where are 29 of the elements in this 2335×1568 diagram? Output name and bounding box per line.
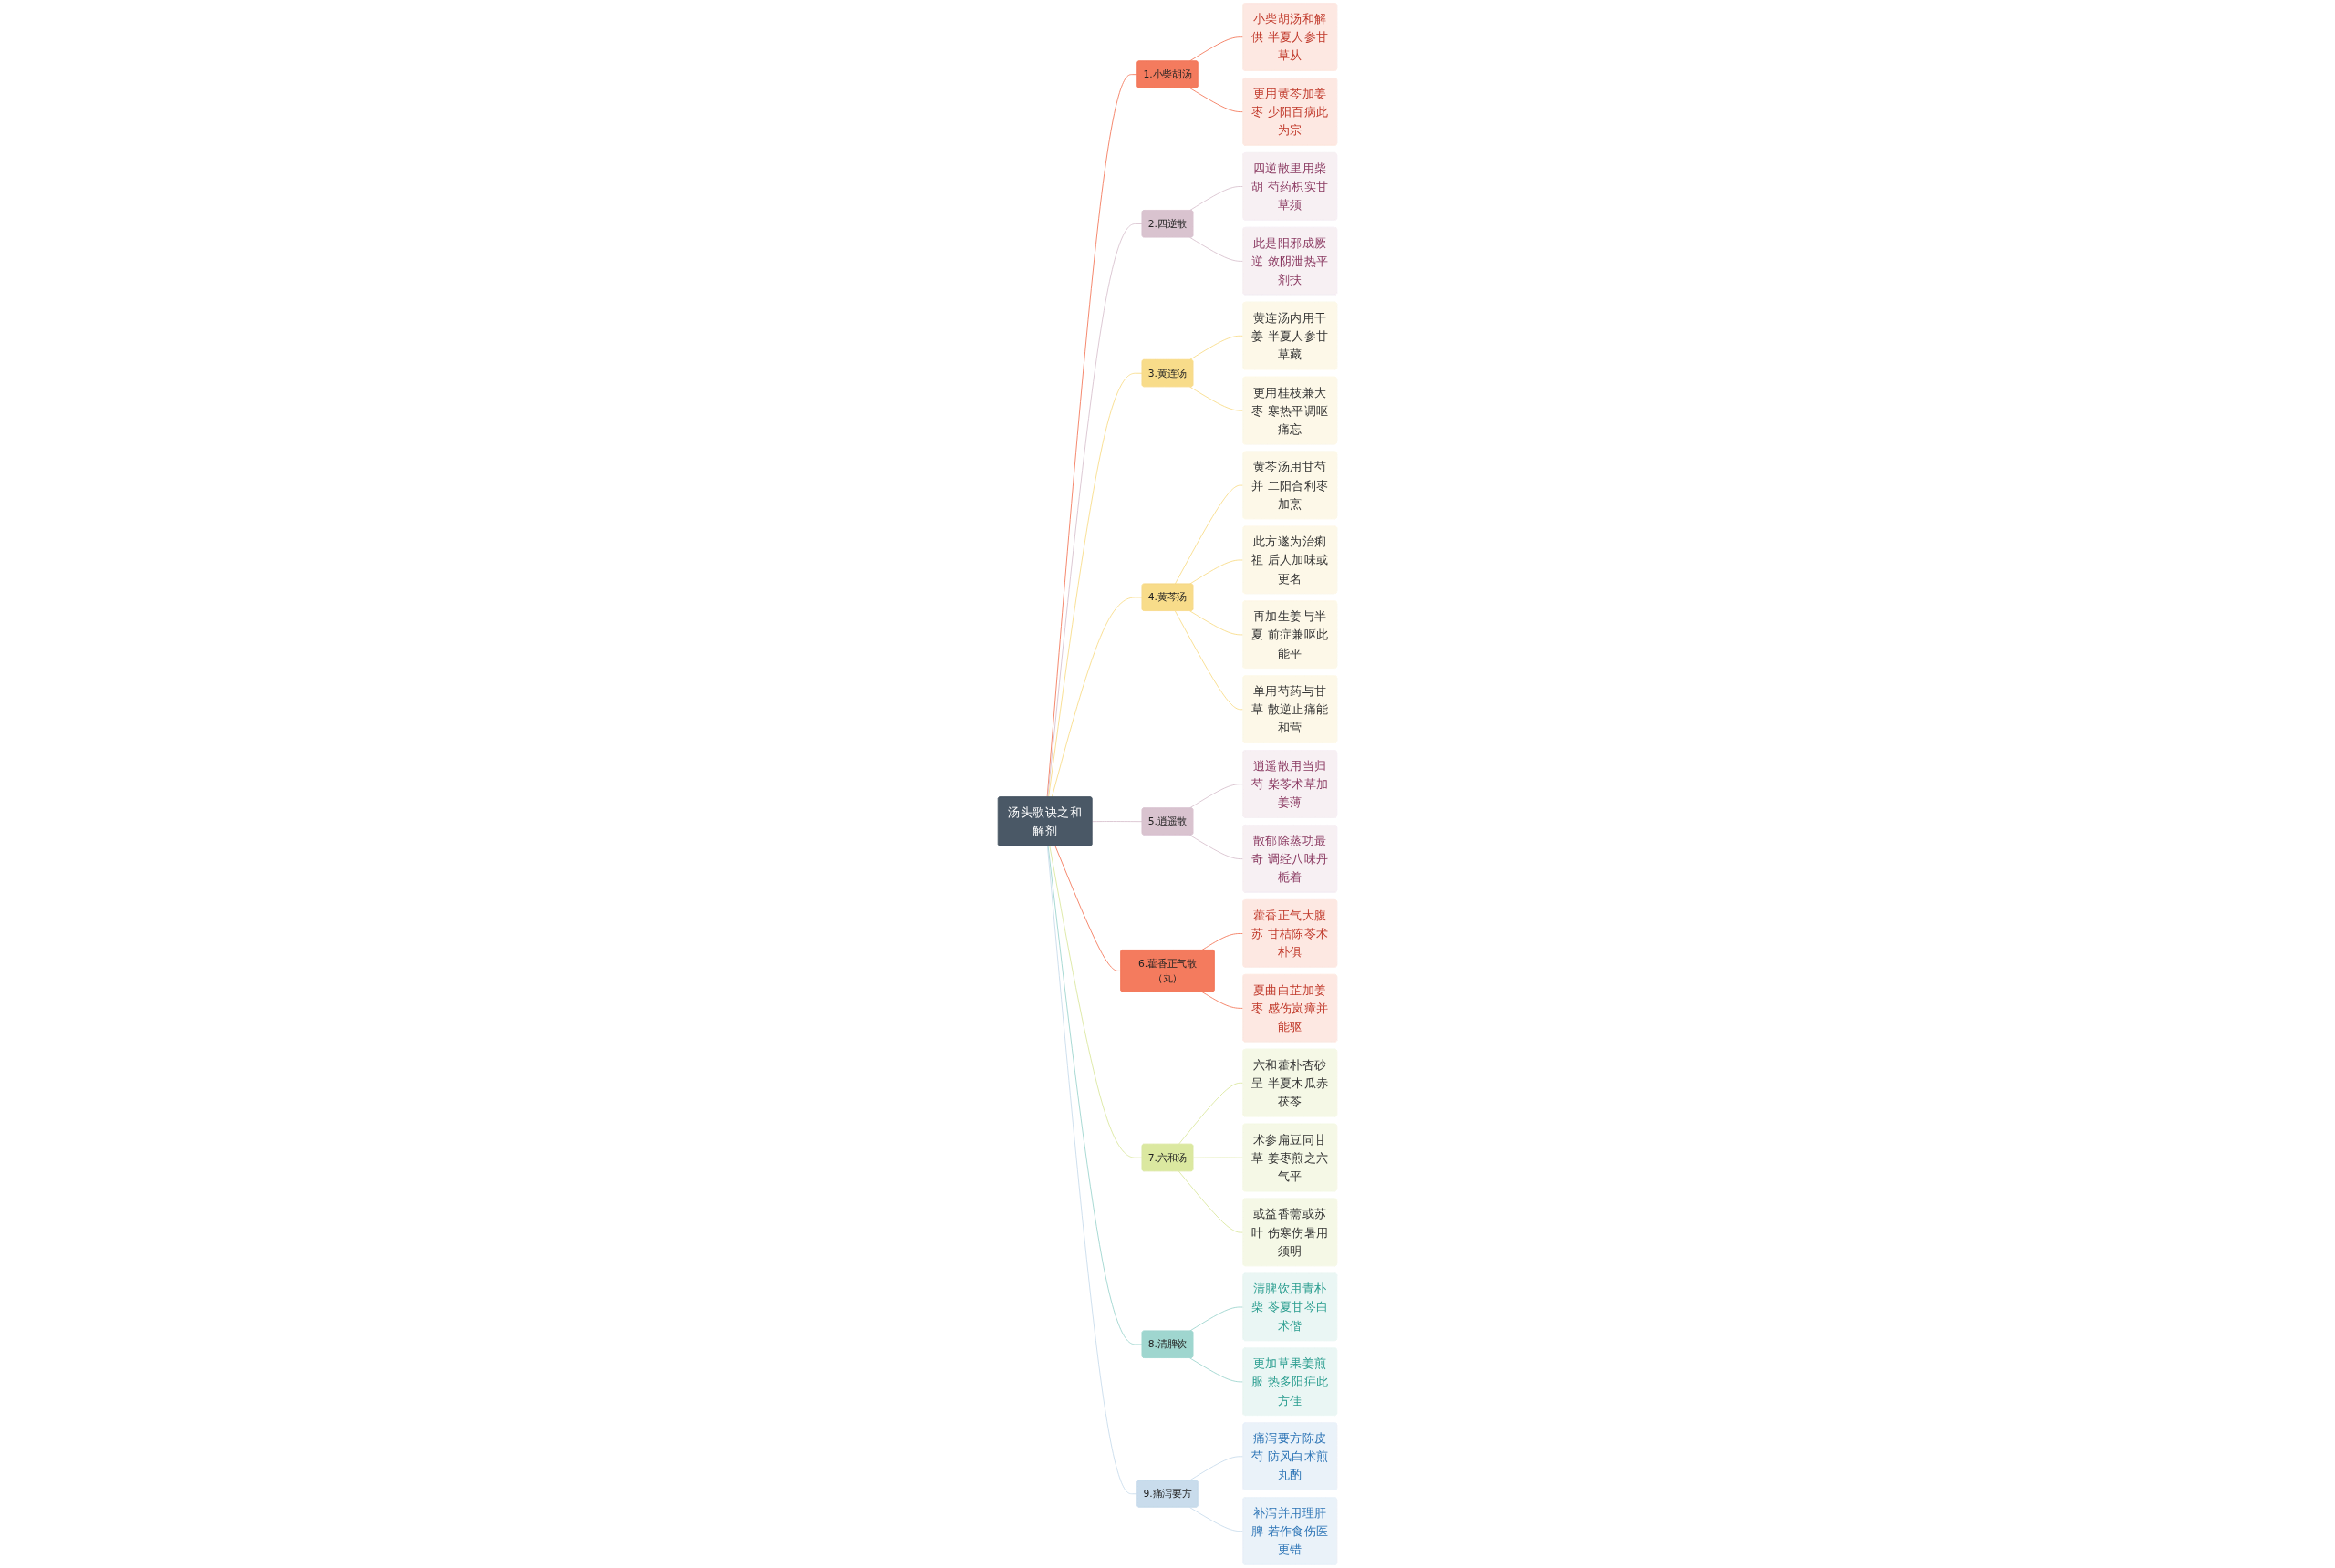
connector [1174,484,1244,585]
connector [1189,186,1244,212]
connector [1047,223,1143,798]
connector [1054,846,1122,971]
connector [1178,1170,1244,1233]
connector [1174,610,1244,711]
connector [1189,1357,1244,1383]
connector [1189,36,1244,62]
connector [1189,335,1244,360]
connector [1189,559,1244,585]
connector [1051,597,1143,798]
connector [1189,784,1244,809]
connector [1189,1456,1244,1481]
connector [1189,386,1244,411]
connector [1189,610,1244,636]
connector [1049,846,1143,1158]
connector [1189,835,1244,860]
connector [1189,1507,1244,1532]
connector [1092,821,1143,823]
connector [1047,846,1143,1345]
connector [1189,1306,1244,1332]
connector [1201,991,1244,1009]
connector [1189,236,1244,262]
connector [1046,846,1138,1495]
connector [1178,1082,1244,1145]
connector [1201,933,1244,951]
connector [1189,88,1244,113]
connector [1048,372,1143,798]
connector [1192,1157,1244,1158]
